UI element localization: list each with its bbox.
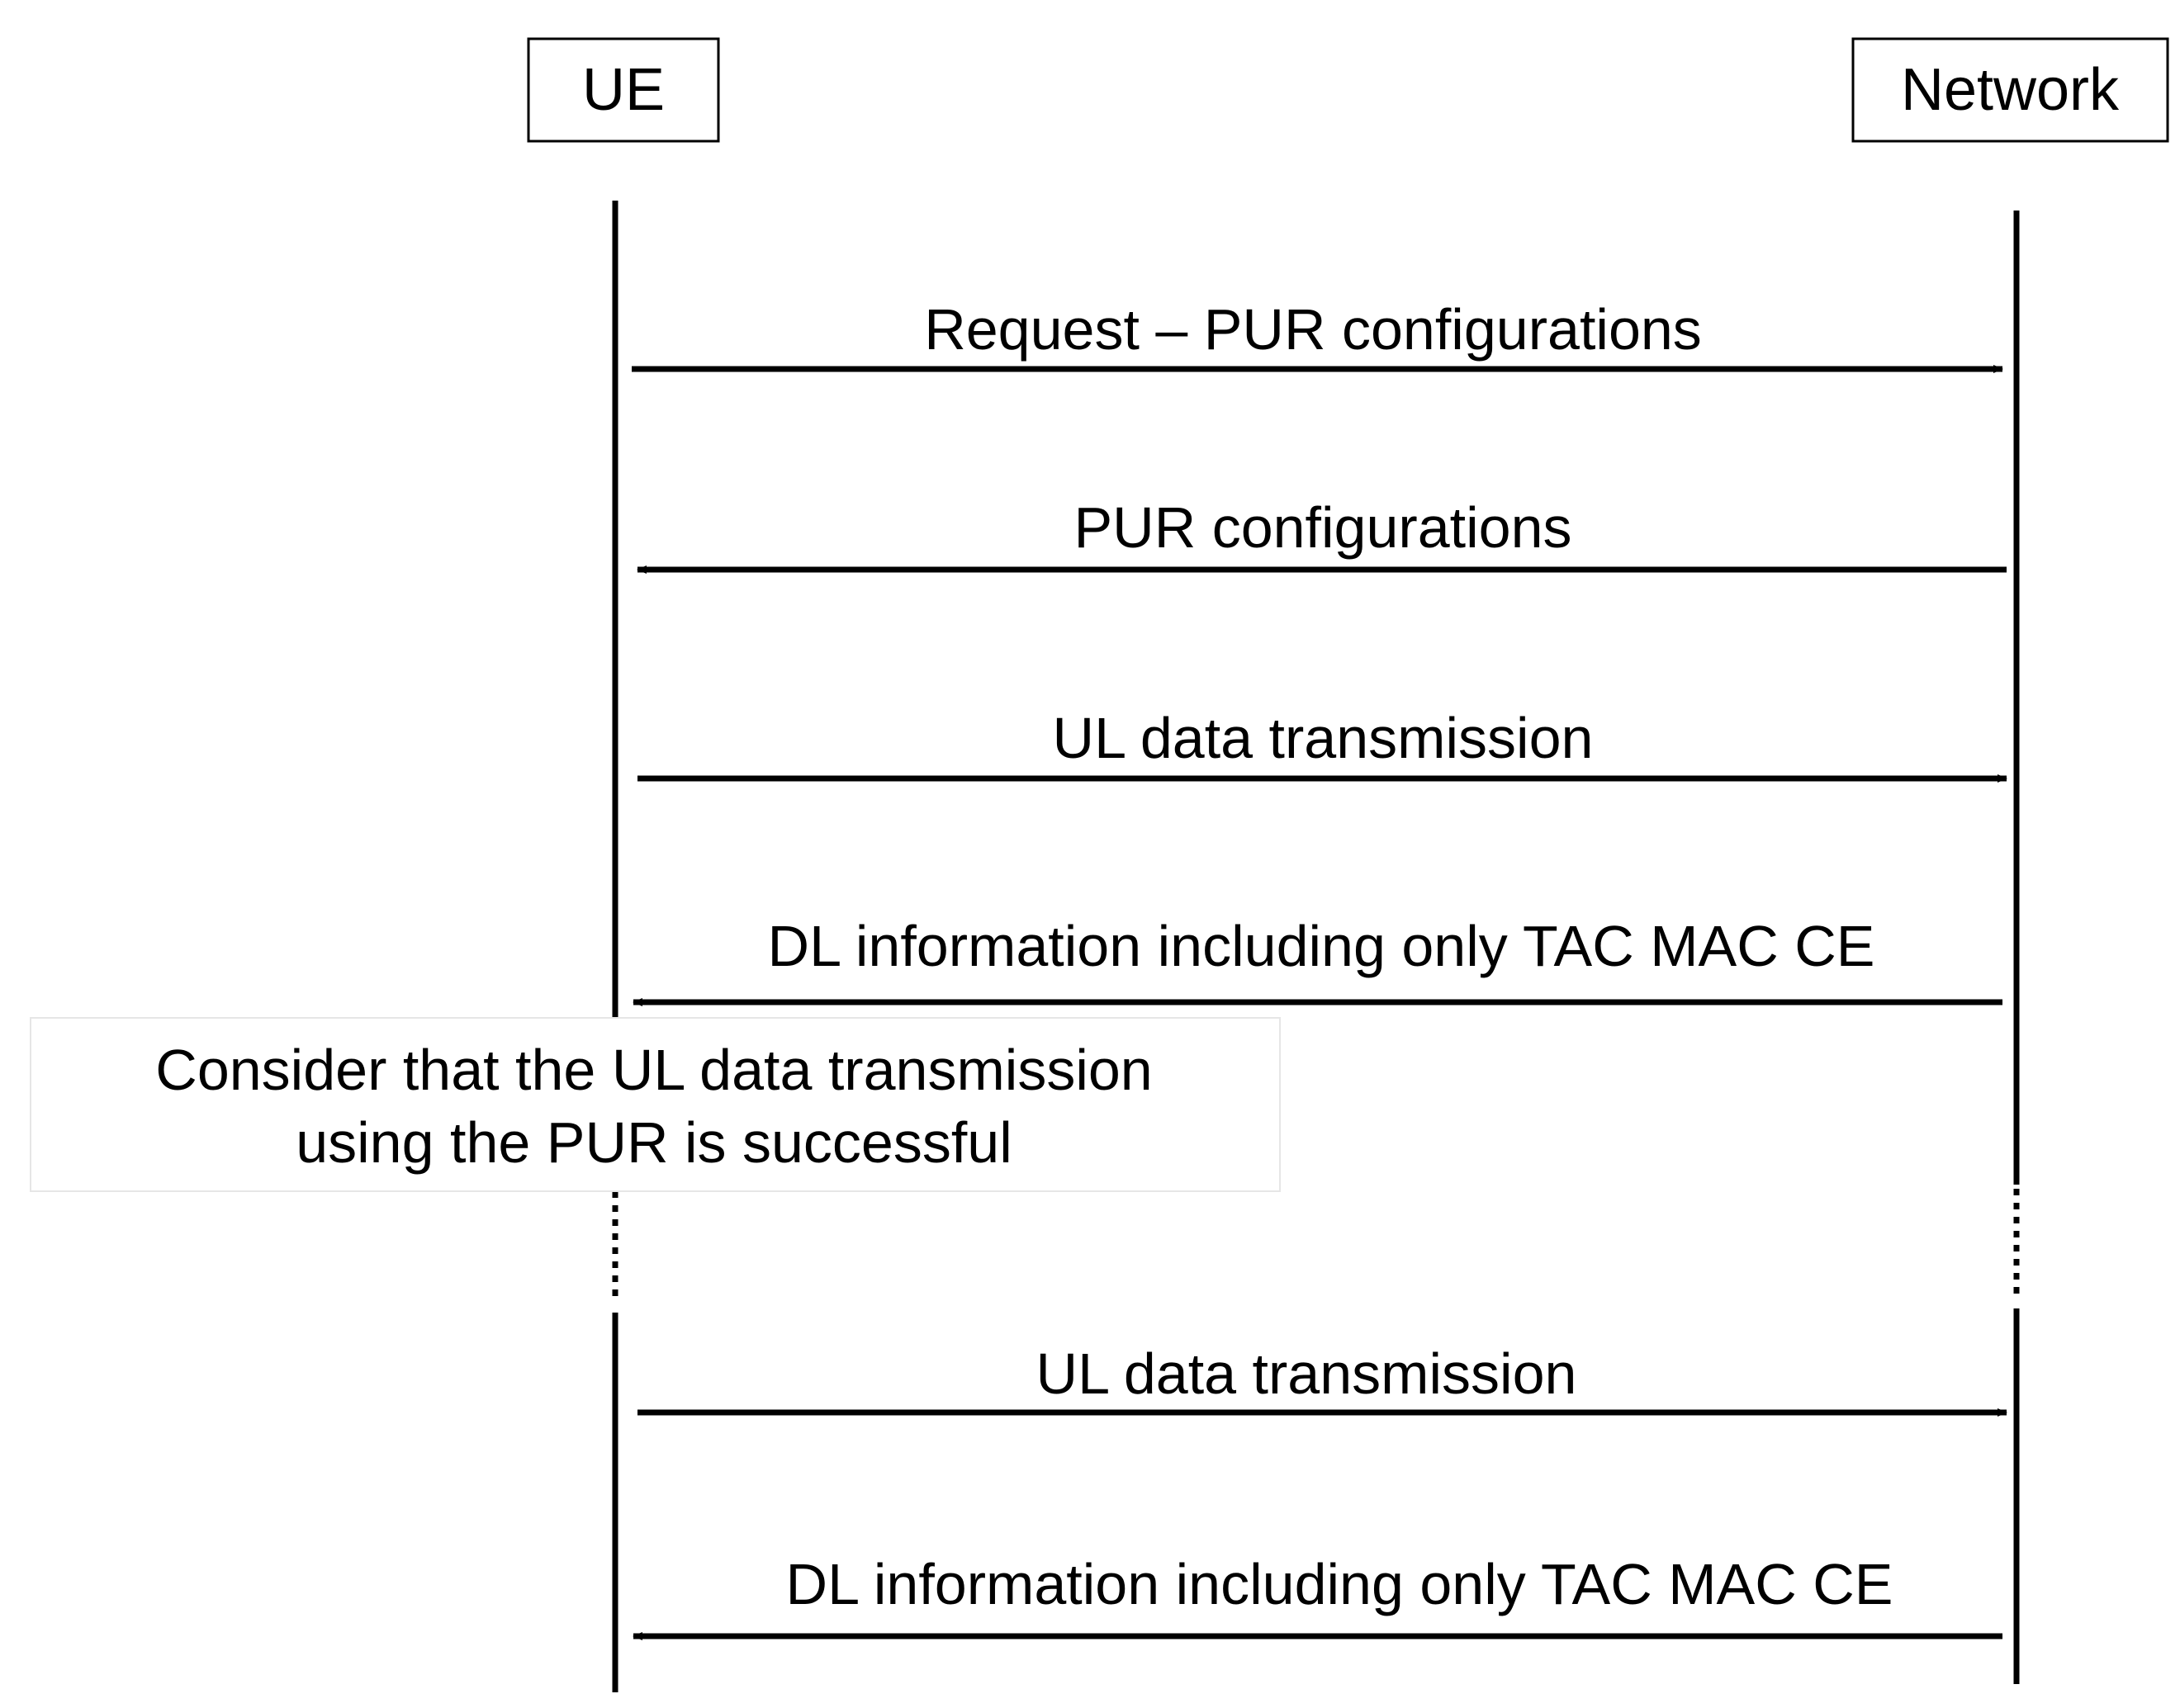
message-1: Request – PUR configurations: [632, 297, 2003, 373]
message-3-label: UL data transmission: [1053, 706, 1594, 770]
note: Consider that the UL data transmission u…: [30, 1017, 1281, 1192]
actor-ue: UE: [527, 37, 720, 143]
actor-network-box: [1851, 37, 2169, 143]
note-box: [30, 1017, 1281, 1192]
message-2: PUR configurations: [637, 495, 2007, 574]
message-6-label: DL information including only TAC MAC CE: [786, 1552, 1893, 1616]
message-4: DL information including only TAC MAC CE: [633, 914, 2002, 1006]
actor-ue-label: UE: [582, 57, 665, 123]
message-3: UL data transmission: [637, 706, 2007, 783]
message-1-label: Request – PUR configurations: [924, 297, 1702, 362]
note-line-2: using the PUR is successful: [296, 1110, 1012, 1175]
message-6: DL information including only TAC MAC CE: [633, 1552, 2002, 1640]
actor-ue-box: [527, 37, 720, 143]
actor-network: Network: [1851, 37, 2169, 143]
note-line-1: Consider that the UL data transmission: [155, 1038, 1152, 1102]
message-4-label: DL information including only TAC MAC CE: [768, 914, 1875, 978]
actor-network-label: Network: [1901, 57, 2120, 123]
message-2-label: PUR configurations: [1073, 495, 1571, 560]
message-5: UL data transmission: [637, 1341, 2007, 1417]
message-5-label: UL data transmission: [1036, 1341, 1577, 1406]
